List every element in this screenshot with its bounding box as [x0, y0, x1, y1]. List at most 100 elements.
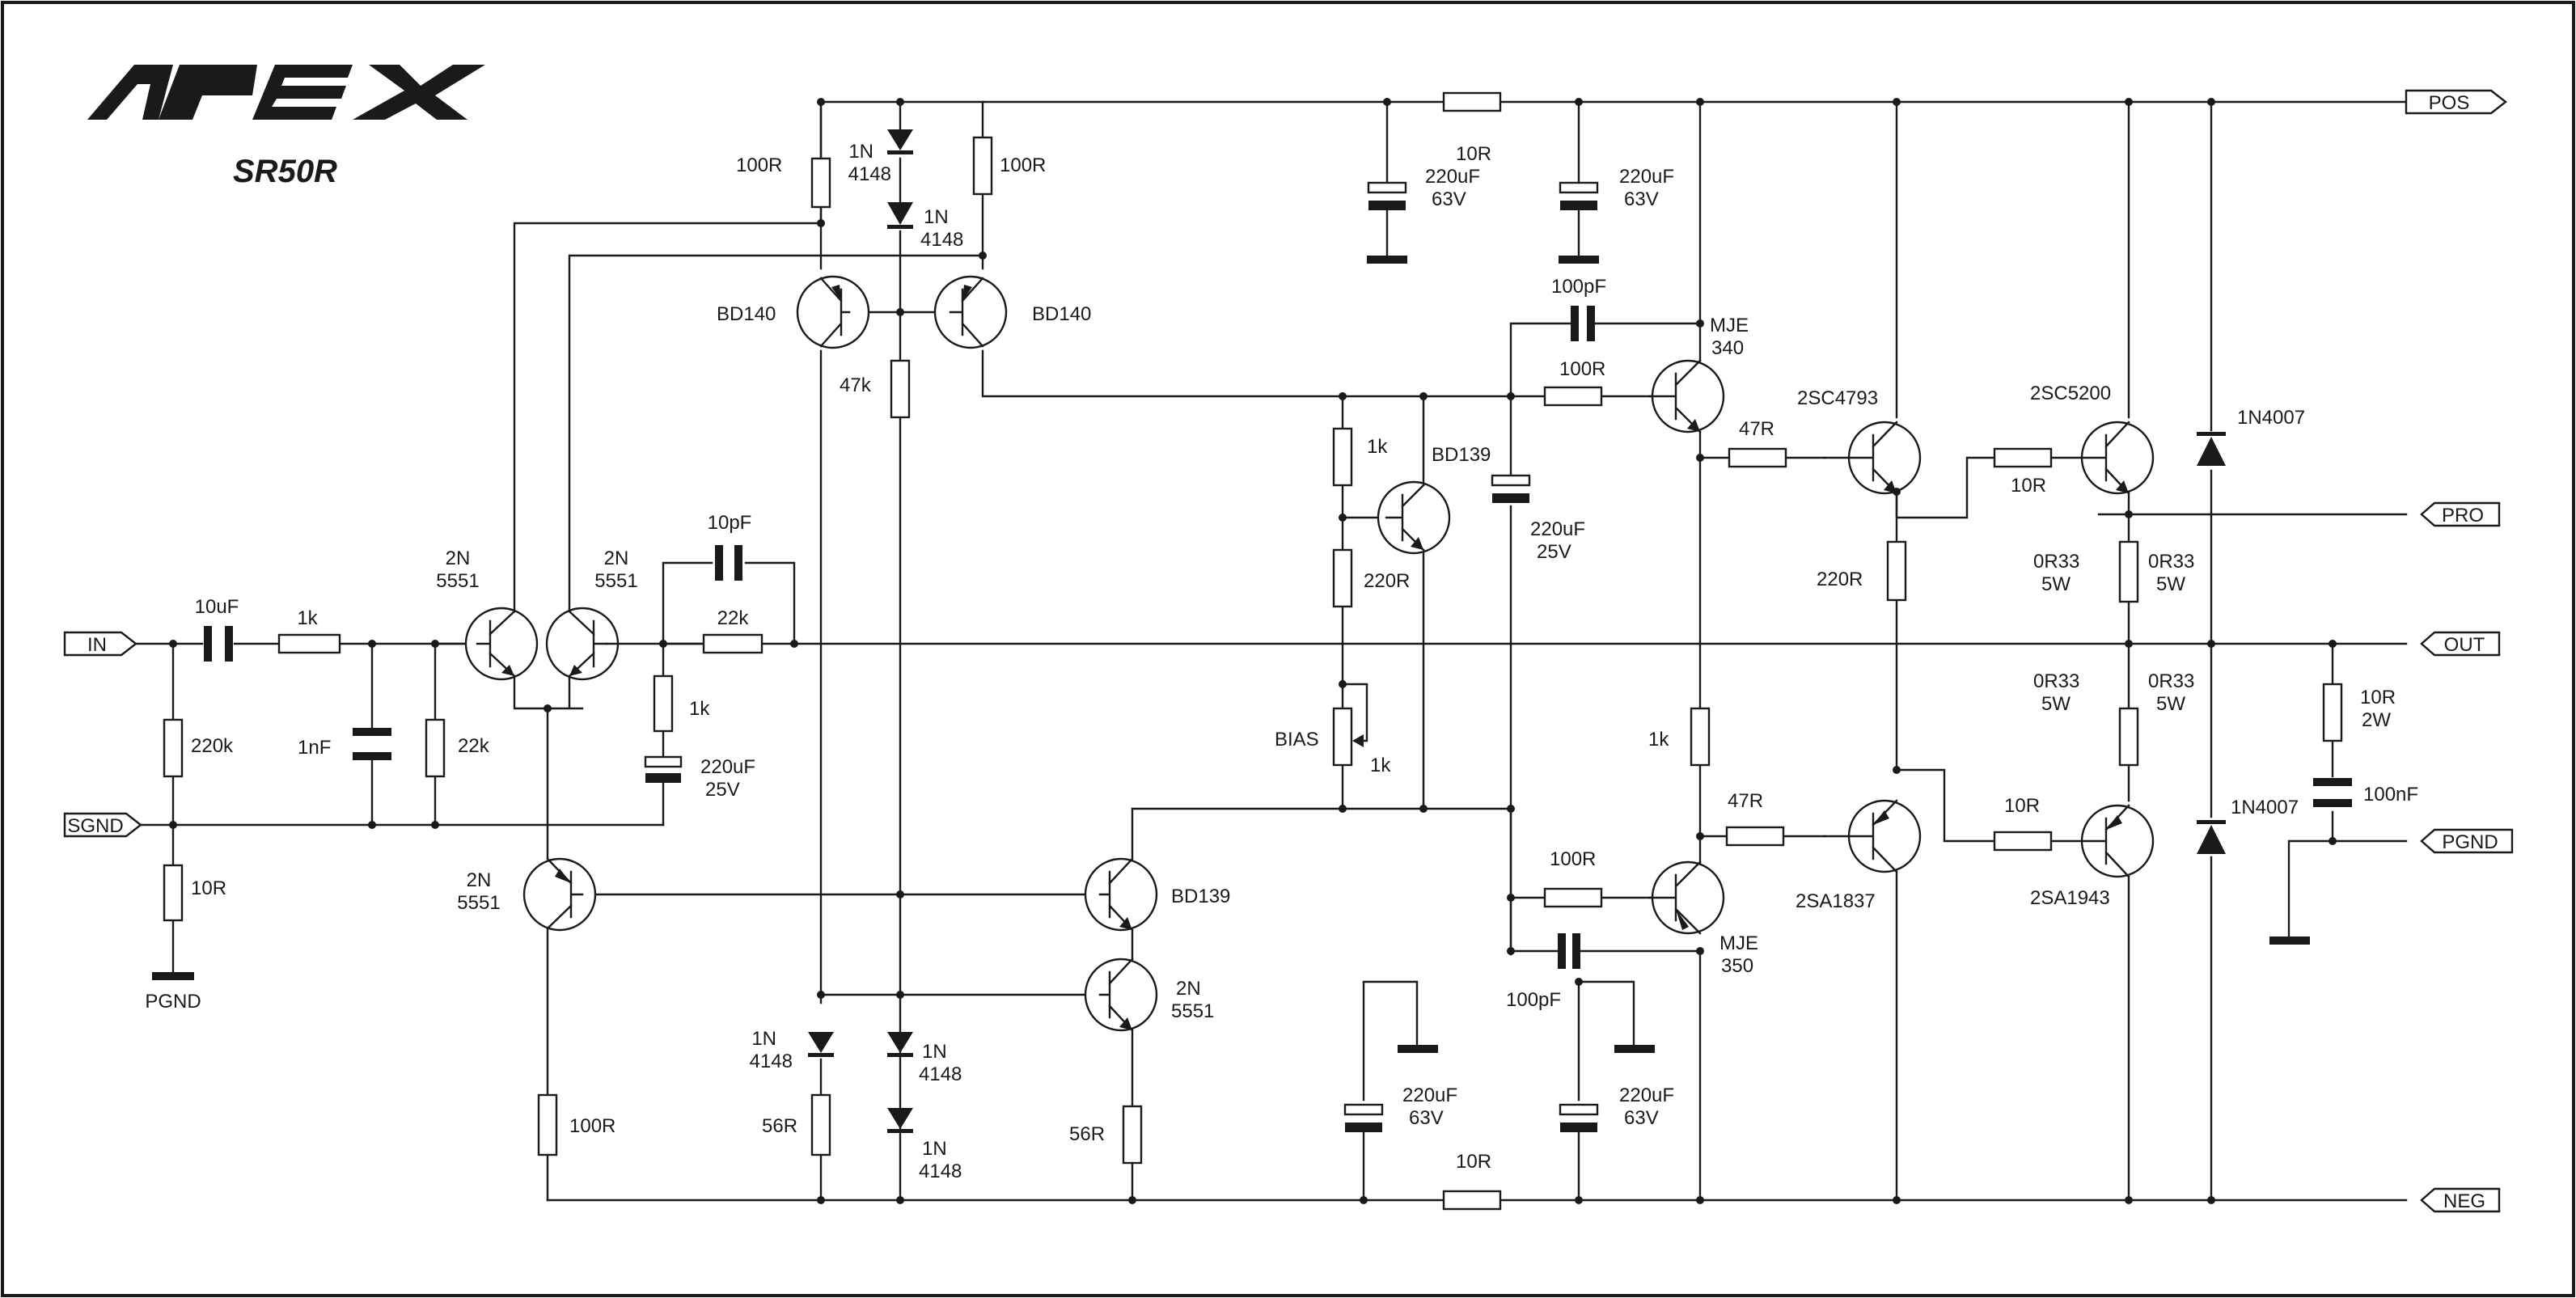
resistor-10R-base-top — [1993, 447, 2053, 468]
svg-text:BD139: BD139 — [1171, 886, 1230, 907]
svg-text:56R: 56R — [1069, 1123, 1105, 1145]
svg-text:4148: 4148 — [920, 229, 963, 251]
svg-text:1k: 1k — [1367, 436, 1388, 458]
resistor-100R-top-right — [972, 136, 993, 196]
svg-text:10pF: 10pF — [708, 512, 752, 534]
svg-text:1N: 1N — [922, 1138, 947, 1160]
svg-text:1N4007: 1N4007 — [2237, 407, 2305, 429]
svg-text:0R33: 0R33 — [2033, 670, 2079, 692]
resistor-100R-bottom — [537, 1093, 558, 1156]
svg-text:PRO: PRO — [2442, 505, 2484, 526]
capacitor-100pF-bottom — [1558, 933, 1580, 969]
svg-text:10R: 10R — [1456, 143, 1491, 165]
svg-text:MJE: MJE — [1710, 315, 1749, 336]
svg-text:1k: 1k — [1370, 755, 1391, 776]
svg-text:22k: 22k — [458, 735, 490, 757]
svg-text:10R: 10R — [2011, 475, 2046, 497]
top-supply-filter — [1385, 100, 1580, 259]
transistor-mje350 — [1648, 860, 1725, 935]
svg-text:4148: 4148 — [919, 1063, 962, 1085]
transistor-2n5551-current — [1084, 958, 1158, 1032]
resistor-10R-2W — [2322, 683, 2343, 742]
transistor-2sc5200 — [2080, 421, 2155, 495]
port-pos: POS — [2405, 89, 2507, 115]
svg-text:POS: POS — [2429, 92, 2470, 114]
svg-text:22k: 22k — [717, 607, 750, 629]
resistor-56R-right — [1122, 1105, 1143, 1165]
svg-text:PGND: PGND — [145, 991, 201, 1013]
svg-text:10R: 10R — [2004, 795, 2040, 817]
diode-1n4148-top1 — [887, 129, 913, 154]
svg-text:63V: 63V — [1624, 1107, 1659, 1129]
transistor-2sc4793 — [1823, 421, 1922, 495]
svg-text:4148: 4148 — [848, 163, 891, 185]
svg-text:5W: 5W — [2156, 693, 2185, 715]
svg-text:2SC5200: 2SC5200 — [2030, 383, 2111, 404]
diode-1n4007-bottom — [2197, 820, 2226, 854]
resistor-100R-mje350 — [1543, 887, 1603, 908]
capacitor-220uF-63V-bottom2 — [1559, 1045, 1655, 1132]
capacitor-10pF — [715, 545, 742, 581]
transistor-bd139-top — [1377, 480, 1451, 555]
capacitor-100nF — [2313, 778, 2352, 807]
svg-text:1N4007: 1N4007 — [2231, 797, 2299, 818]
svg-text:1k: 1k — [1648, 729, 1669, 750]
svg-text:220uF: 220uF — [1425, 166, 1480, 188]
resistor-10R-pos — [1442, 91, 1502, 112]
model-title: SR50R — [233, 154, 337, 189]
transistor-2n5551-right — [545, 607, 620, 681]
resistor-100R-mje340 — [1543, 386, 1603, 407]
svg-text:47R: 47R — [1739, 418, 1774, 440]
resistor-47R-top — [1728, 447, 1787, 468]
svg-text:MJE: MJE — [1719, 932, 1758, 954]
svg-text:2N: 2N — [446, 548, 471, 569]
svg-text:BD139: BD139 — [1432, 444, 1491, 466]
svg-text:2W: 2W — [2362, 709, 2391, 731]
diode-1n4007-top — [2197, 432, 2226, 466]
svg-text:5551: 5551 — [1171, 1000, 1214, 1022]
resistor-1k-bias — [1332, 427, 1353, 487]
svg-text:100pF: 100pF — [1551, 276, 1606, 298]
resistor-10R-ground — [163, 864, 184, 922]
svg-text:56R: 56R — [762, 1115, 797, 1137]
diode-1n4148-bottom-left — [808, 1032, 834, 1057]
resistor-22k — [425, 718, 446, 778]
capacitor-220uF-63V-top1 — [1367, 181, 1407, 264]
svg-text:63V: 63V — [1432, 188, 1466, 210]
svg-text:220k: 220k — [191, 735, 234, 757]
svg-text:5551: 5551 — [457, 892, 500, 914]
output-wires-bottom — [1698, 707, 2130, 1202]
svg-text:2SA1837: 2SA1837 — [1796, 890, 1876, 912]
resistor-100R-top-left — [810, 157, 831, 209]
svg-text:63V: 63V — [1409, 1107, 1444, 1129]
port-in: IN — [63, 631, 137, 657]
svg-text:350: 350 — [1721, 955, 1753, 977]
svg-text:340: 340 — [1711, 337, 1744, 359]
svg-text:IN: IN — [87, 634, 107, 656]
svg-text:5551: 5551 — [594, 570, 637, 592]
bottom-supply-filter — [1362, 980, 1635, 1202]
resistor-47k — [890, 359, 911, 419]
resistor-220R-bias — [1332, 548, 1353, 608]
svg-text:100R: 100R — [1550, 848, 1596, 870]
vas-wires — [1131, 322, 1702, 956]
transistor-mje340 — [1648, 359, 1725, 433]
svg-text:0R33: 0R33 — [2148, 670, 2194, 692]
apex-logo — [87, 65, 485, 120]
svg-text:100pF: 100pF — [1506, 989, 1561, 1011]
capacitor-220uF-63V-bottom1 — [1343, 1045, 1438, 1132]
transistor-2n5551-bottom — [522, 857, 597, 932]
transistor-2sa1837 — [1823, 799, 1922, 873]
svg-text:220uF: 220uF — [700, 756, 755, 778]
svg-text:10R: 10R — [2360, 687, 2396, 708]
svg-text:PGND: PGND — [2442, 831, 2498, 853]
port-pgnd: PGND — [2420, 828, 2514, 854]
capacitor-220uF-25V-feedback — [644, 755, 683, 783]
svg-text:5W: 5W — [2041, 693, 2071, 715]
svg-text:10R: 10R — [191, 877, 226, 899]
svg-text:1N: 1N — [924, 206, 949, 228]
svg-text:10R: 10R — [1456, 1151, 1491, 1173]
capacitor-10uF — [204, 626, 233, 662]
resistor-220k — [163, 718, 184, 778]
